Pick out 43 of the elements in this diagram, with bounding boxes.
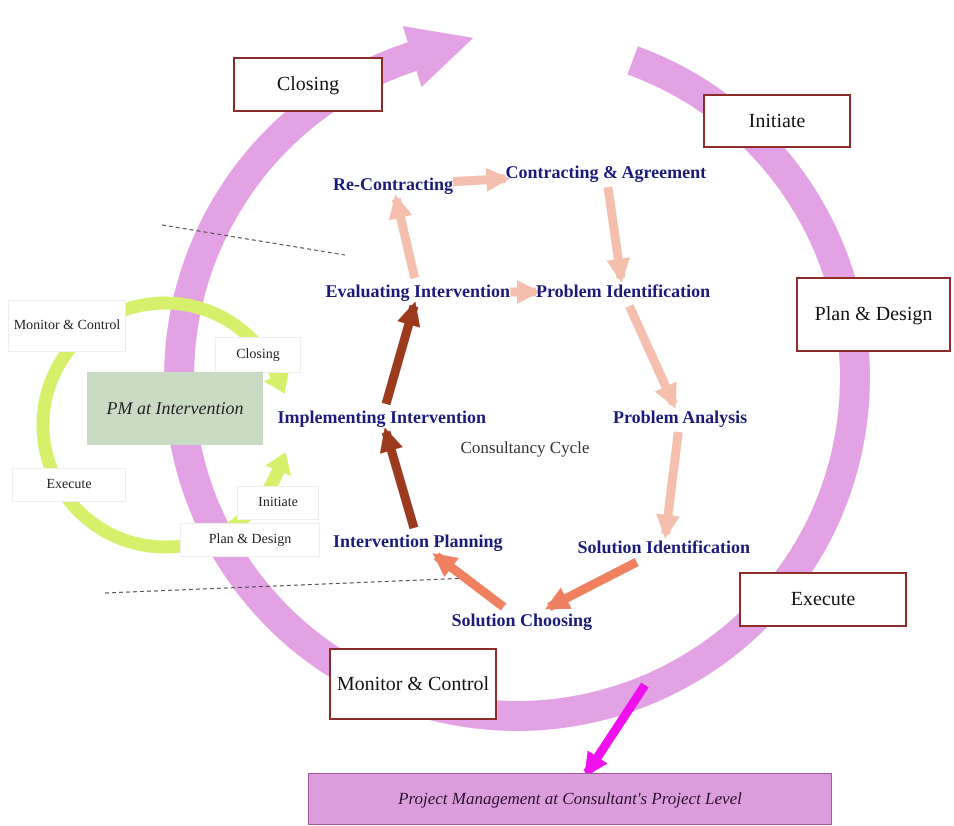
phase-label: Plan & Design: [208, 532, 292, 548]
banner-box: [308, 773, 832, 825]
phase-label: Initiate: [748, 110, 806, 132]
arrow: [452, 168, 510, 192]
arrow: [380, 427, 418, 530]
phase-label: Execute: [46, 477, 92, 493]
box-label: PM at Intervention: [106, 398, 244, 419]
step-label: Implementing Intervention: [278, 406, 486, 429]
arrow: [432, 552, 506, 611]
phase-label: Closing: [276, 73, 340, 96]
step-label: Contracting & Agreement: [506, 161, 706, 184]
phase-box: [215, 337, 301, 373]
phase-label: Execute: [790, 588, 856, 611]
phase-label: Monitor & Control: [14, 318, 120, 334]
phase-label: Closing: [236, 347, 280, 363]
phase-box: [8, 300, 126, 352]
banner-label: Project Management at Consultant's Project Level: [398, 789, 742, 809]
phase-box: [237, 486, 319, 520]
arrow: [544, 558, 639, 611]
step-label: Problem Identification: [536, 280, 710, 303]
phase-label: Plan & Design: [814, 303, 932, 326]
label-box: [87, 372, 263, 445]
step-label: Evaluating Intervention: [326, 280, 510, 303]
phase-box: [12, 468, 126, 502]
arrow: [625, 304, 678, 408]
phase-box: [703, 94, 851, 148]
phase-box: [796, 277, 951, 352]
phase-box: [329, 648, 497, 720]
arrow: [388, 194, 420, 280]
center-label: Consultancy Cycle: [460, 437, 590, 459]
step-label: Solution Choosing: [452, 609, 592, 632]
phase-box: [233, 57, 383, 112]
arrow: [656, 431, 683, 539]
arrow: [382, 301, 420, 406]
step-label: Re-Contracting: [333, 173, 453, 196]
step-label: Intervention Planning: [333, 530, 503, 553]
phase-label: Monitor & Control: [336, 672, 490, 696]
phase-box: [739, 572, 907, 627]
arrow: [604, 186, 630, 283]
phase-box: [180, 523, 320, 557]
step-label: Problem Analysis: [613, 406, 748, 429]
phase-label: Initiate: [258, 495, 298, 511]
step-label: Solution Identification: [578, 536, 750, 559]
